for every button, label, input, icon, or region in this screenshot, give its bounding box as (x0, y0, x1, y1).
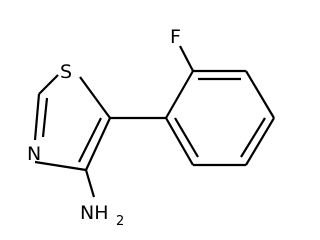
molecule-structure: F S N NH 2 (27, 26, 275, 229)
atom-sulfur: S (60, 61, 72, 83)
atom-amine: NH (80, 202, 109, 224)
bond-c5-s1 (79, 76, 111, 119)
atom-amine-subscript: 2 (116, 214, 124, 229)
atom-fluorine: F (170, 26, 181, 48)
bond-c4-c5-double (78, 117, 102, 163)
bond-ph-double-c (174, 117, 199, 158)
atom-nitrogen: N (27, 143, 41, 165)
bond-ph-3-4 (245, 70, 275, 119)
bond-ph-double-b (240, 117, 266, 158)
bond-n3-c4 (34, 160, 87, 172)
bond-c2-n3 (33, 93, 41, 141)
bond-ph-f (179, 45, 194, 72)
bond-c4-nh2 (84, 169, 96, 198)
bond-s1-c2 (38, 74, 59, 95)
bond-ph-6-1 (165, 117, 194, 166)
bond-c2-n3-double (41, 97, 49, 138)
bond-c4-c5 (85, 117, 111, 171)
bond-ph-1-2 (165, 70, 194, 119)
bond-ph-4-5 (245, 117, 275, 166)
